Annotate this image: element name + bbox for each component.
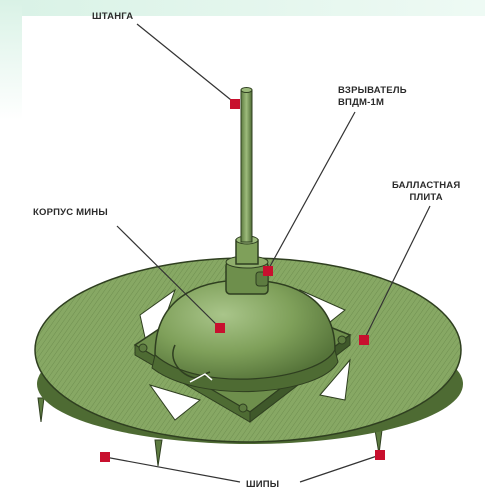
- body-marker: [215, 323, 225, 333]
- plate-marker: [359, 335, 369, 345]
- spike-marker-left: [100, 452, 110, 462]
- rod-marker: [230, 99, 240, 109]
- label-ballast-plate: БАЛЛАСТНАЯ ПЛИТА: [392, 180, 460, 204]
- label-mine-body: КОРПУС МИНЫ: [33, 207, 108, 219]
- rod: [241, 88, 252, 243]
- spike-marker-right: [375, 450, 385, 460]
- fuze-marker: [263, 266, 273, 276]
- label-rod: ШТАНГА: [92, 11, 133, 23]
- fuze: [226, 236, 268, 294]
- label-spikes: ШИПЫ: [246, 479, 279, 491]
- label-fuze: ВЗРЫВАТЕЛЬ ВПДМ-1М: [338, 85, 407, 109]
